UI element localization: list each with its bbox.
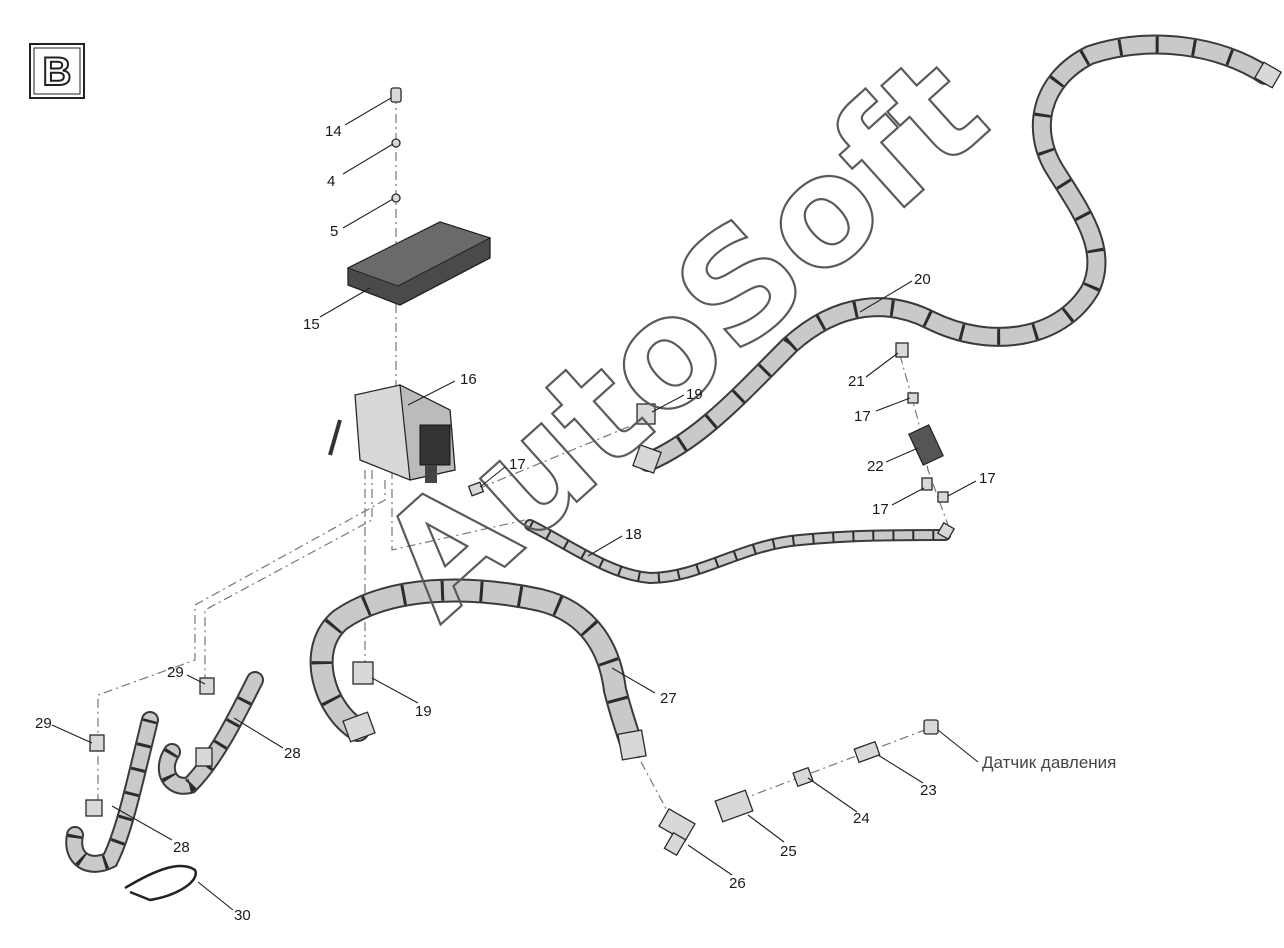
leader-lines	[51, 97, 979, 911]
callout-17: 17	[854, 408, 871, 425]
hose-28-left	[65, 711, 159, 873]
view-label: В	[43, 50, 72, 94]
callout-15: 15	[303, 316, 320, 333]
callout-29: 29	[35, 715, 52, 732]
bracket-15	[346, 221, 492, 306]
callout-18: 18	[625, 526, 642, 543]
cable-tie-30	[124, 864, 197, 902]
watermark: AutoSoft	[347, 22, 1020, 652]
callout-27: 27	[660, 690, 677, 707]
callout-25: 25	[780, 843, 797, 860]
watermark-text: AutoSoft	[348, 23, 1019, 651]
callout-numbers: 14 4 5 15 16 17 19 20 21 17 22 17 17 18 …	[35, 123, 1116, 924]
callout-14: 14	[325, 123, 342, 140]
callout-17: 17	[509, 456, 526, 473]
callout-4: 4	[327, 173, 335, 190]
fittings	[89, 342, 949, 752]
callout-23: 23	[920, 782, 937, 799]
callout-24: 24	[853, 810, 870, 827]
sensor-label: Датчик давления	[982, 753, 1116, 772]
callout-30: 30	[234, 907, 251, 924]
callout-19: 19	[686, 386, 703, 403]
hose-18	[524, 519, 956, 585]
callout-17: 17	[979, 470, 996, 487]
hose-27	[309, 578, 647, 761]
callout-28: 28	[284, 745, 301, 762]
callout-22: 22	[867, 458, 884, 475]
hose-28-right	[157, 671, 264, 795]
hose-20	[632, 34, 1283, 474]
callout-20: 20	[914, 271, 931, 288]
callout-26: 26	[729, 875, 746, 892]
fasteners	[390, 87, 402, 203]
view-label-box: В	[29, 43, 85, 99]
callout-17: 17	[872, 501, 889, 518]
valve-block-16	[328, 383, 456, 483]
callout-29: 29	[167, 664, 184, 681]
callout-19: 19	[415, 703, 432, 720]
callout-21: 21	[848, 373, 865, 390]
callout-5: 5	[330, 223, 338, 240]
callout-28: 28	[173, 839, 190, 856]
callout-16: 16	[460, 371, 477, 388]
sensor-assembly	[658, 719, 939, 857]
